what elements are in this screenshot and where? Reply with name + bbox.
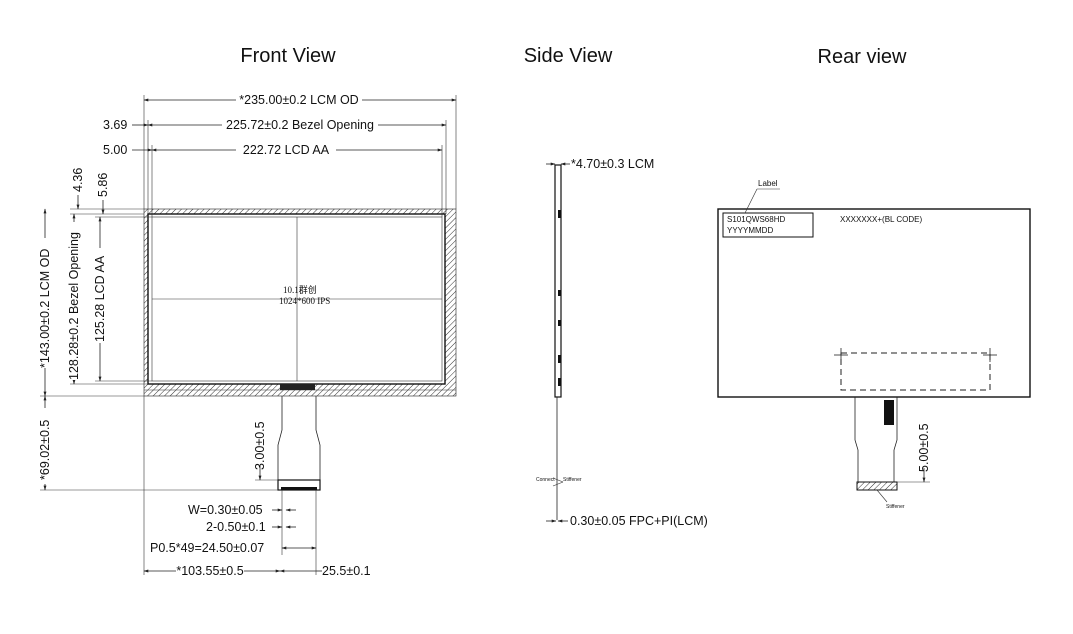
dim-fpc-width: 25.5±0.1 <box>322 564 371 578</box>
fpc-tail <box>277 396 321 480</box>
dim-pin-edge: 2-0.50±0.1 <box>206 520 266 534</box>
rear-fpc-dim: 5.00±0.5 <box>917 423 931 472</box>
rear-panel <box>717 208 1031 398</box>
panel-resolution-text: 1024*600 IPS <box>279 296 330 306</box>
dim-pin-pitch: P0.5*49=24.50±0.07 <box>150 541 264 555</box>
side-fpc-thickness: 0.30±0.05 FPC+PI(LCM) <box>570 514 708 528</box>
rear-dashed-region <box>840 352 991 391</box>
dim-fpc-total-length: *69.02±0.5 <box>38 420 52 480</box>
dim-bezel-opening-height: 128.28±0.2 Bezel Opening <box>67 232 81 380</box>
dim-bezel-opening-width: 225.72±0.2 Bezel Opening <box>226 118 374 132</box>
dim-lcd-aa-width: 222.72 LCD AA <box>243 143 330 157</box>
dim-offset-aa-top: 5.86 <box>96 173 110 197</box>
side-connector-label: Connect <box>536 477 555 483</box>
dim-fpc-stiffener: 3.00±0.5 <box>253 421 267 470</box>
side-module-profile <box>554 164 562 398</box>
fpc-bond-strip <box>280 384 315 390</box>
dim-lcm-od-height: *143.00±0.2 LCM OD <box>38 249 52 368</box>
rear-label-box <box>722 212 814 238</box>
rear-label-date: YYYYMMDD <box>727 226 773 235</box>
panel-model-text: 10.1群创 <box>283 284 317 295</box>
rear-stiffener <box>856 481 898 491</box>
front-view: 10.1群创 1024*600 IPS *235.00±0.2 LCM OD 2… <box>38 92 457 578</box>
rear-label-callout: Label <box>758 179 778 188</box>
rear-view: S101QWS68HD YYYYMMDD XXXXXXX+(BL CODE) L… <box>717 179 1031 510</box>
dim-pin-width: W=0.30±0.05 <box>188 503 263 517</box>
side-thickness: *4.70±0.3 LCM <box>571 157 654 171</box>
dim-fpc-offset: *103.55±0.5 <box>176 564 243 578</box>
rear-fpc-component <box>884 400 894 425</box>
dim-offset-bezel-left: 3.69 <box>103 118 127 132</box>
side-stiffener-label: Stiffener <box>563 477 582 483</box>
rear-bl-code: XXXXXXX+(BL CODE) <box>840 215 923 224</box>
rear-stiffener-label: Stiffener <box>886 504 905 510</box>
side-view: Connect Stiffener *4.70±0.3 LCM 0.30±0.0… <box>536 157 708 528</box>
dim-lcm-od-width: *235.00±0.2 LCM OD <box>239 93 358 107</box>
rear-view-title: Rear view <box>818 46 907 68</box>
dim-offset-bezel-top: 4.36 <box>71 168 85 192</box>
side-view-title: Side View <box>524 45 613 67</box>
dim-offset-aa-left: 5.00 <box>103 143 127 157</box>
rear-fpc-tail <box>854 397 898 482</box>
dim-lcd-aa-height: 125.28 LCD AA <box>93 255 107 342</box>
rear-label-model: S101QWS68HD <box>727 215 785 224</box>
front-view-title: Front View <box>240 45 336 67</box>
